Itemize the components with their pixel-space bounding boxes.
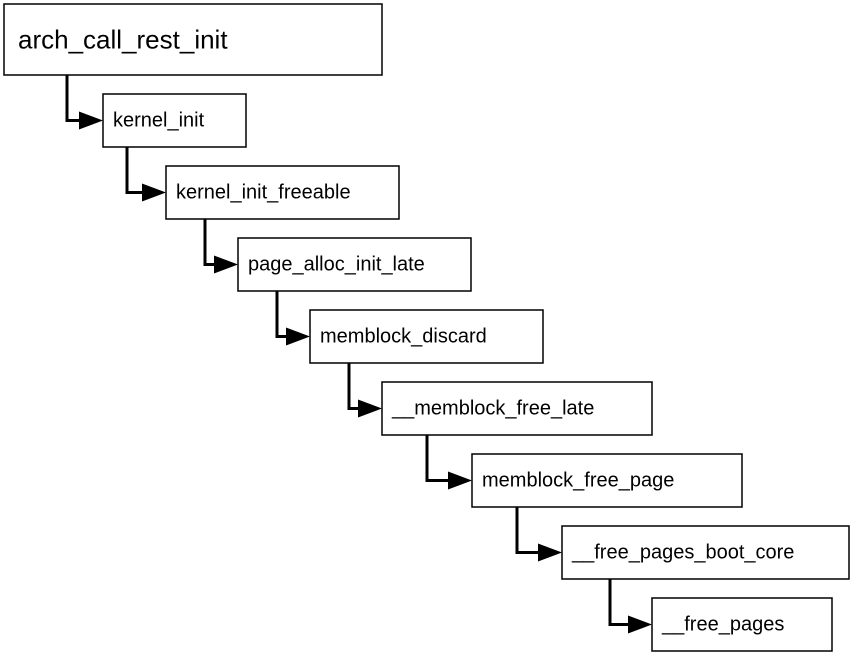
edge-line (347, 363, 360, 410)
arrowhead-icon (142, 183, 166, 202)
node-label: __free_pages_boot_core (571, 542, 794, 564)
edge-line (125, 147, 144, 194)
node-label: kernel_init_freeable (176, 182, 351, 204)
node-box (561, 525, 850, 580)
node-free-pages: __free_pages (651, 597, 833, 652)
edge-line (65, 75, 81, 122)
node-memblock-discard: memblock_discard (309, 309, 544, 364)
node-box (3, 3, 383, 76)
nodes-layer: arch_call_rest_init kernel_init kernel_ini… (3, 3, 850, 652)
edge-arrow (275, 291, 310, 346)
edges-layer (65, 75, 652, 634)
arrowhead-icon (448, 471, 472, 490)
node-label: memblock_discard (320, 326, 487, 348)
node-memblock-free-page: memblock_free_page (471, 453, 743, 508)
node-kernel-init: kernel_init (102, 93, 247, 148)
edge-line (515, 507, 540, 554)
edge-arrow (515, 507, 562, 562)
node-box (471, 453, 743, 508)
edge-arrow (347, 363, 382, 418)
node-label: __free_pages (661, 614, 784, 636)
edge-arrow (65, 75, 103, 130)
arrowhead-icon (628, 615, 652, 634)
node-kernel-init-freeable: kernel_init_freeable (165, 165, 400, 220)
edge-line (425, 435, 450, 482)
arrowhead-icon (214, 255, 238, 274)
edge-arrow (425, 435, 472, 490)
node-label: memblock_free_page (482, 470, 674, 492)
edge-arrow (125, 147, 166, 202)
arrowhead-icon (538, 543, 562, 562)
edge-line (203, 219, 216, 266)
node-box (237, 237, 472, 292)
node-box (381, 381, 653, 436)
node-label: kernel_init (113, 110, 205, 132)
node-label: page_alloc_init_late (248, 254, 425, 276)
node-free-pages-boot-core: __free_pages_boot_core (561, 525, 850, 580)
edge-line (275, 291, 288, 338)
node-box (165, 165, 400, 220)
node-label: arch_call_rest_init (18, 25, 228, 55)
node-memblock-free-late: __memblock_free_late (381, 381, 653, 436)
arrowhead-icon (79, 111, 103, 130)
node-arch-call-rest-init: arch_call_rest_init (3, 3, 383, 76)
edge-arrow (203, 219, 238, 274)
node-box (309, 309, 544, 364)
node-box (102, 93, 247, 148)
edge-line (608, 579, 630, 626)
node-box (651, 597, 833, 652)
arrowhead-icon (358, 399, 382, 418)
arrowhead-icon (286, 327, 310, 346)
node-page-alloc-init-late: page_alloc_init_late (237, 237, 472, 292)
node-label: __memblock_free_late (391, 398, 594, 420)
edge-arrow (608, 579, 652, 634)
